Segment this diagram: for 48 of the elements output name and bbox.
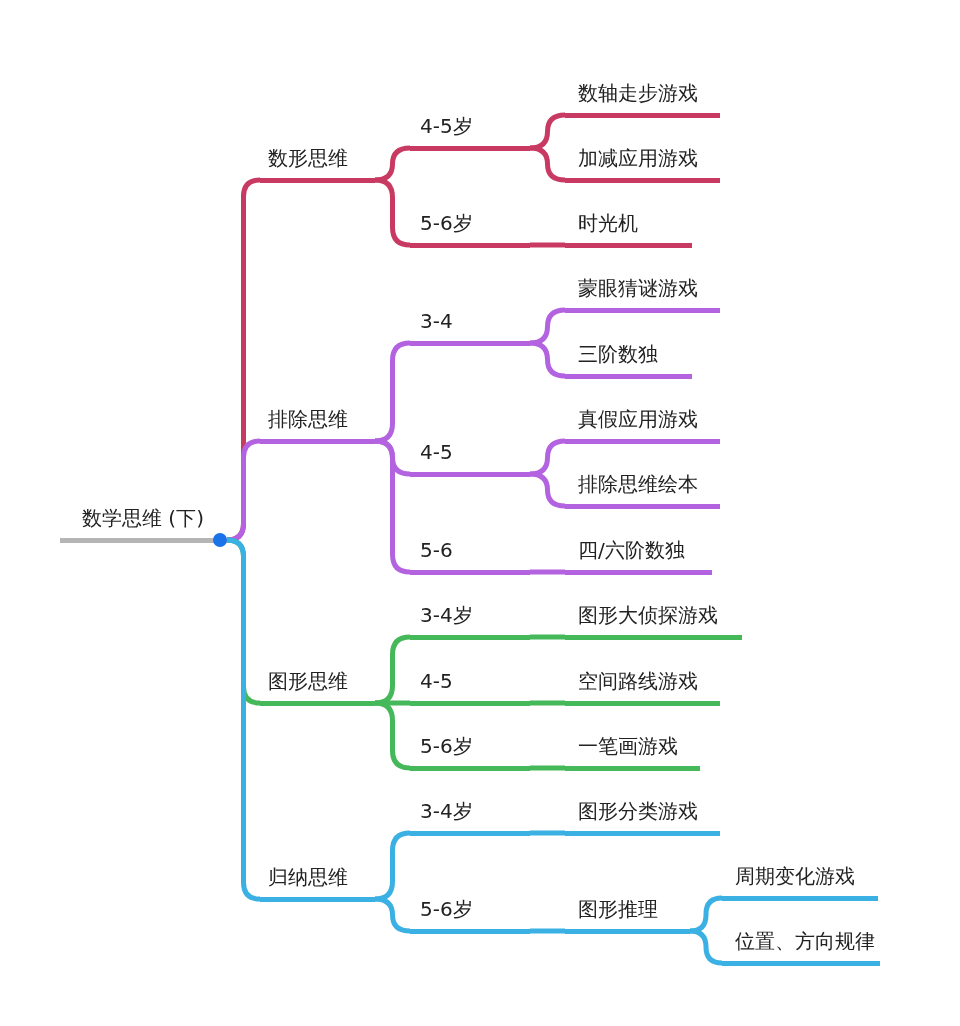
- branch-line: [374, 700, 411, 771]
- topic-label: 3-4岁: [410, 603, 530, 640]
- topic-label: 时光机: [565, 211, 692, 248]
- topic-label: 一笔画游戏: [565, 734, 700, 771]
- topic-label: 数形思维: [260, 146, 375, 183]
- topic-label: 图形推理: [565, 897, 690, 934]
- topic-label: 4-5: [410, 440, 530, 477]
- topic-label: 图形思维: [260, 669, 375, 706]
- branch-line: [530, 634, 565, 640]
- branch-line: [689, 895, 723, 934]
- branch-line: [374, 438, 411, 575]
- branch-line: [529, 438, 566, 477]
- topic-label: 排除思维绘本: [565, 472, 720, 509]
- topic-label: 数轴走步游戏: [565, 81, 720, 118]
- topic-label: 5-6岁: [410, 211, 530, 248]
- topic-label: 归纳思维: [260, 865, 375, 902]
- branch-line: [529, 307, 566, 346]
- branch-line: [530, 569, 565, 575]
- topic-label: 加减应用游戏: [565, 146, 720, 183]
- branch-line: [374, 177, 411, 248]
- topic-label: 三阶数独: [565, 342, 692, 379]
- branch-line: [530, 242, 565, 248]
- topic-label: 4-5: [410, 669, 530, 706]
- topic-label: 空间路线游戏: [565, 669, 720, 706]
- branch-line: [689, 928, 723, 966]
- topic-label: 四/六阶数独: [565, 538, 712, 575]
- branch-line: [374, 830, 411, 902]
- topic-label: 3-4岁: [410, 799, 530, 836]
- branch-line: [226, 438, 261, 543]
- branch-line: [530, 700, 565, 706]
- topic-label: 排除思维: [260, 407, 375, 444]
- branch-line: [530, 830, 565, 836]
- topic-label: 图形大侦探游戏: [565, 603, 742, 640]
- branch-line: [530, 765, 565, 771]
- topic-label: 图形分类游戏: [565, 799, 720, 836]
- topic-label: 4-5岁: [410, 114, 530, 151]
- topic-label: 3-4: [410, 309, 530, 346]
- branch-line: [226, 537, 261, 902]
- topic-label: 真假应用游戏: [565, 407, 720, 444]
- topic-label: 5-6: [410, 538, 530, 575]
- topic-label: 5-6岁: [410, 897, 530, 934]
- topic-label: 周期变化游戏: [722, 864, 878, 901]
- topic-label: 蒙眼猜谜游戏: [565, 276, 720, 313]
- topic-text: 数学思维 (下): [82, 506, 204, 530]
- topic-label: 5-6岁: [410, 734, 530, 771]
- branch-line: [374, 340, 411, 444]
- branch-line: [530, 928, 565, 934]
- topic-label: 位置、方向规律: [722, 929, 880, 966]
